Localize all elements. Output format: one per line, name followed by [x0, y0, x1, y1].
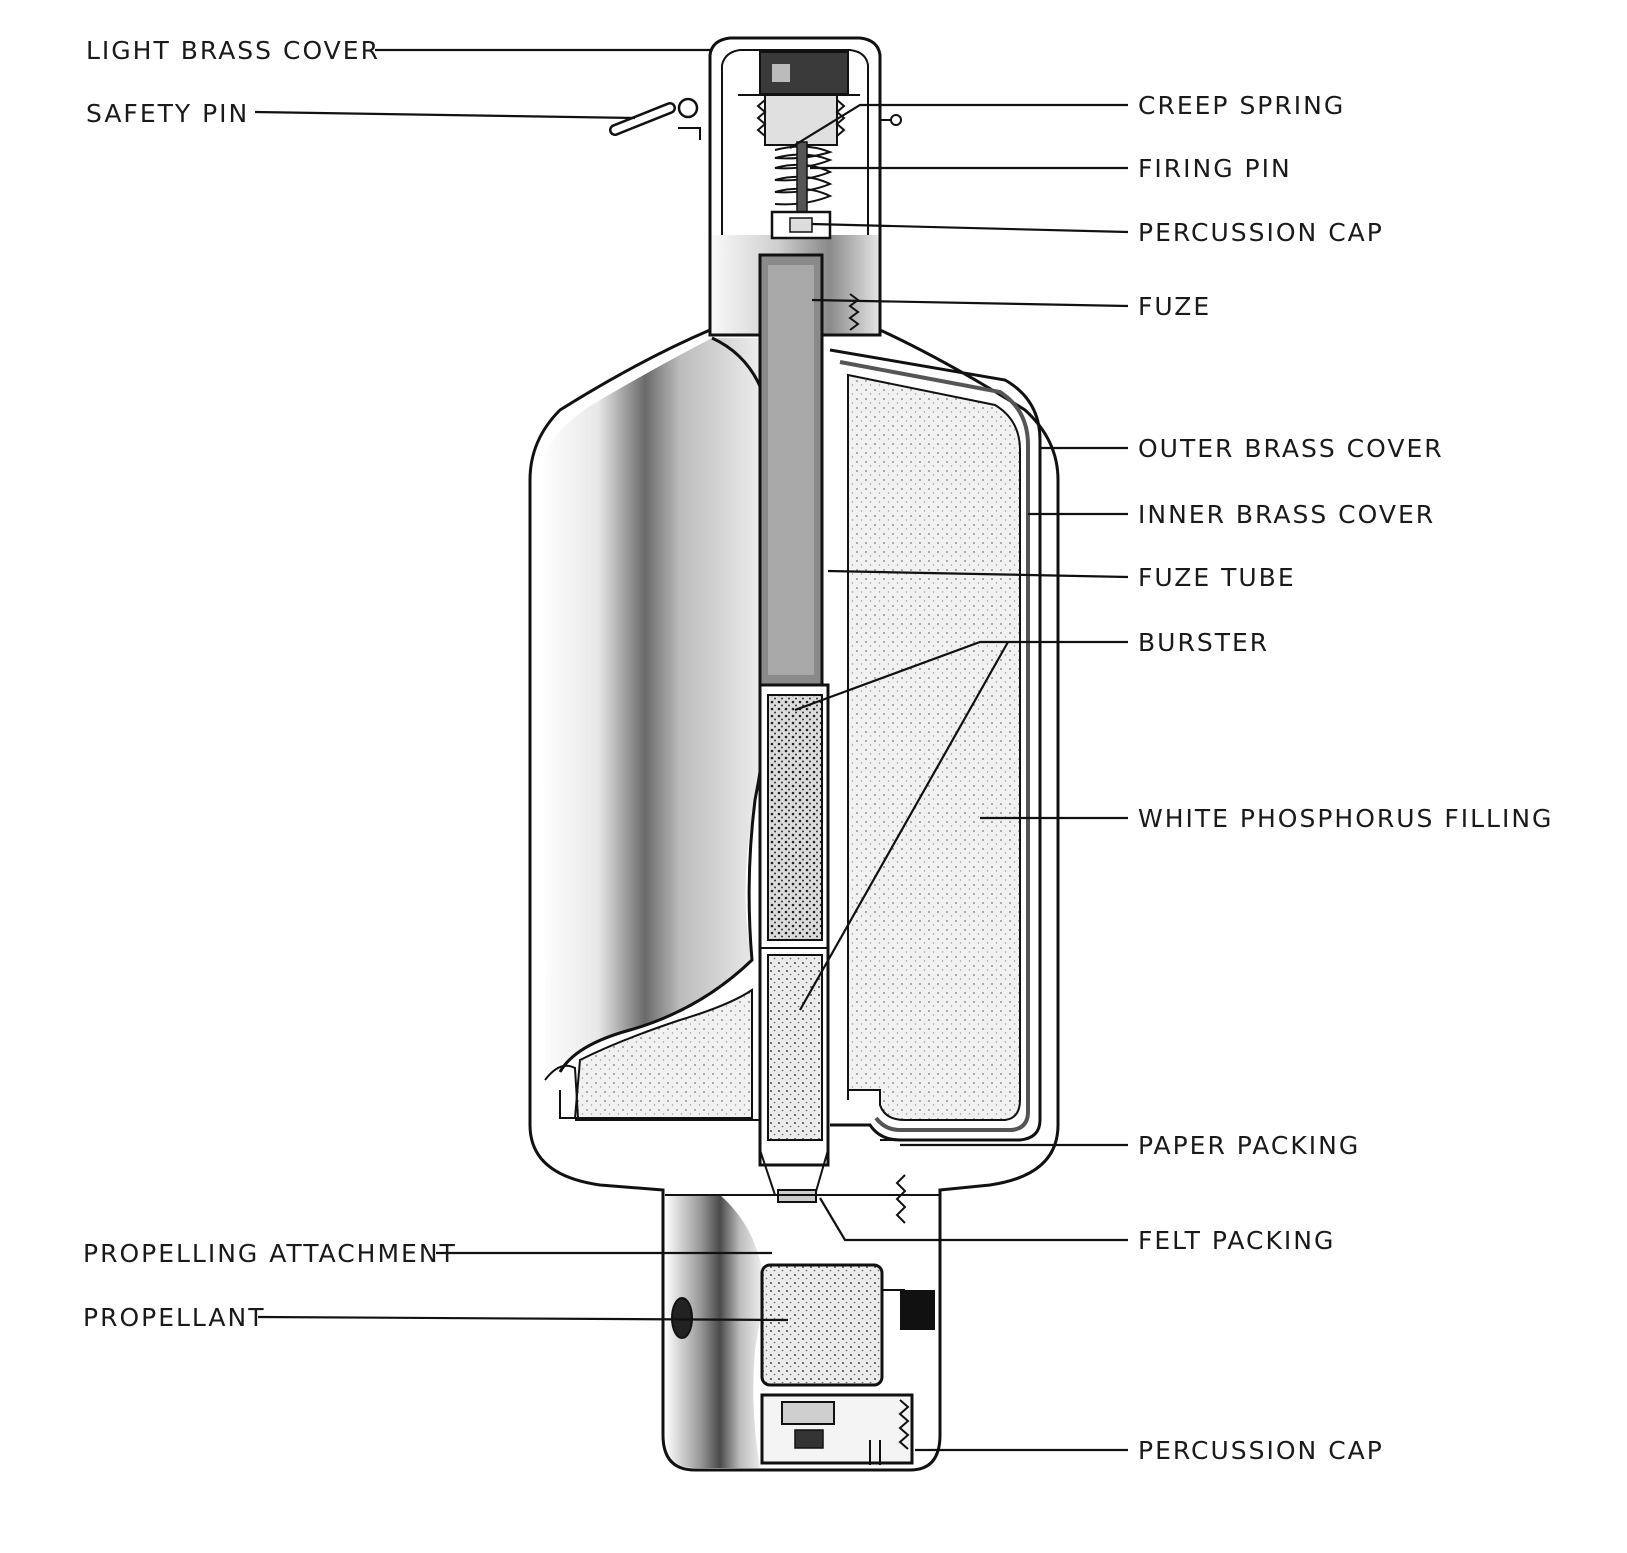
leader-lines: [254, 48, 1129, 1452]
label-outer-brass-cover: OUTER BRASS COVER: [1138, 434, 1444, 463]
label-safety-pin: SAFETY PIN: [86, 99, 249, 128]
burster-lower: [767, 954, 823, 1141]
labels: LIGHT BRASS COVER SAFETY PIN CREEP SPRIN…: [83, 36, 1553, 1465]
label-light-brass-cover: LIGHT BRASS COVER: [86, 36, 380, 65]
creep-spring-coil: [774, 145, 833, 206]
white-phosphorus-shape: [847, 373, 1021, 1121]
label-fuze: FUZE: [1138, 292, 1211, 321]
label-felt-packing: FELT PACKING: [1138, 1226, 1335, 1255]
label-propellant: PROPELLANT: [83, 1303, 266, 1332]
safety-pin-shape: [609, 97, 902, 140]
left-filling: [573, 988, 753, 1119]
label-propelling-attachment: PROPELLING ATTACHMENT: [83, 1239, 457, 1268]
label-inner-brass-cover: INNER BRASS COVER: [1138, 500, 1435, 529]
grenade-body: [528, 36, 1060, 1472]
label-creep-spring: CREEP SPRING: [1138, 91, 1345, 120]
outer-brass-cover-shape: [829, 348, 1042, 1142]
label-firing-pin: FIRING PIN: [1138, 154, 1292, 183]
shell-shading: [540, 338, 774, 1080]
label-burster: BURSTER: [1138, 628, 1269, 657]
label-white-phosphorus-filling: WHITE PHOSPHORUS FILLING: [1138, 804, 1553, 833]
label-percussion-cap-top: PERCUSSION CAP: [1138, 218, 1384, 247]
label-percussion-cap-bottom: PERCUSSION CAP: [1138, 1436, 1384, 1465]
inner-brass-cover-shape: [839, 360, 1030, 1132]
burster-upper: [767, 694, 823, 941]
label-fuze-tube: FUZE TUBE: [1138, 563, 1296, 592]
propellant-shape: [760, 1263, 884, 1387]
base-shading: [665, 1195, 765, 1468]
outer-shell: [528, 298, 1060, 1472]
percussion-cap-bottom-shape: [781, 1401, 835, 1425]
label-paper-packing: PAPER PACKING: [1138, 1131, 1360, 1160]
